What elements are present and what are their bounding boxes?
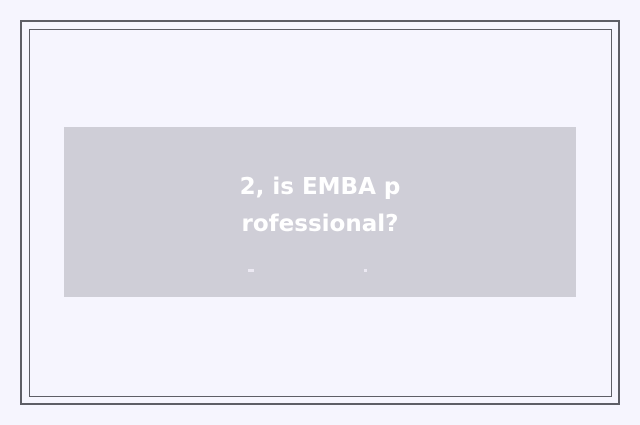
banner-title-line-1: 2, is EMBA p	[239, 174, 401, 200]
banner-title: 2, is EMBA p rofessional?	[64, 169, 576, 243]
title-banner: 2, is EMBA p rofessional?	[64, 127, 576, 297]
inner-frame-border	[29, 29, 612, 397]
banner-title-line-2: rofessional?	[241, 211, 399, 237]
text-artifact	[364, 269, 367, 272]
outer-frame-border	[20, 20, 620, 405]
text-artifact	[248, 269, 254, 272]
